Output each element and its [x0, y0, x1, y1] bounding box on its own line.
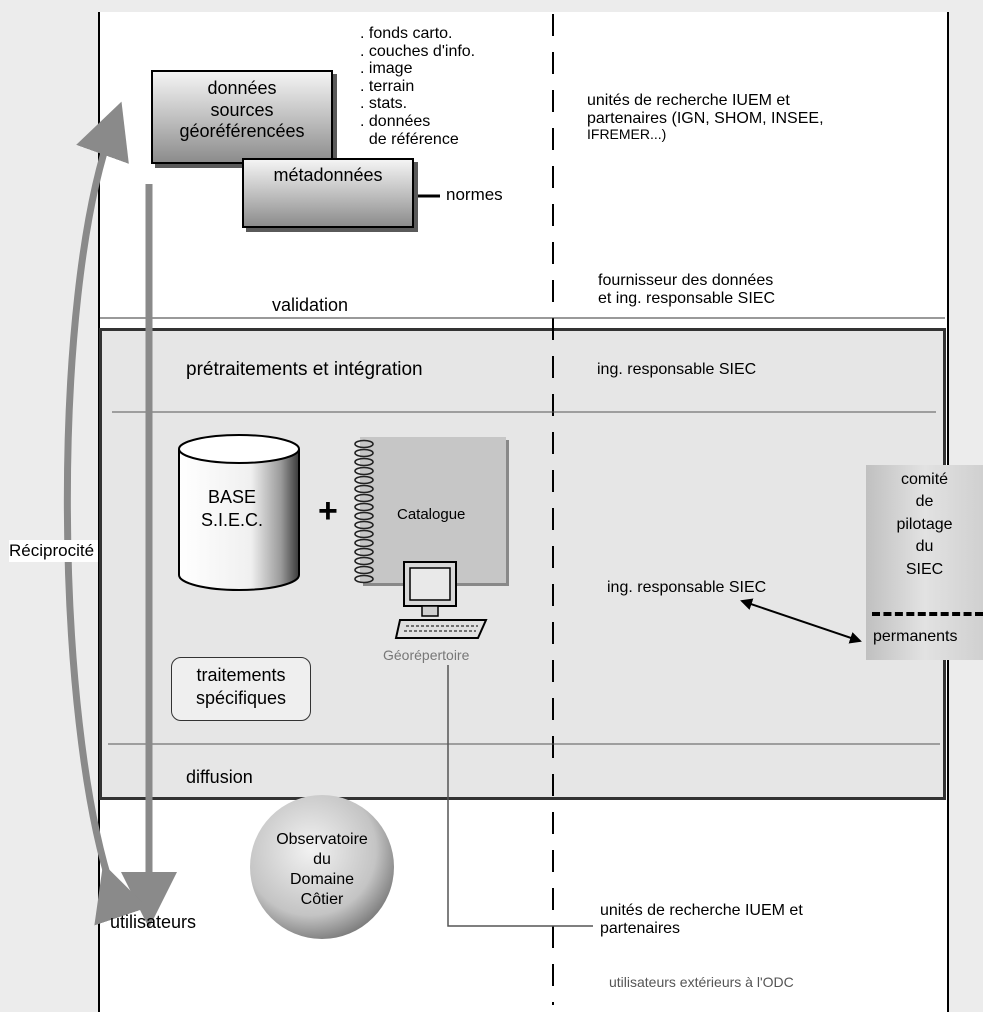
- computer-icon: [394, 561, 488, 639]
- validation-right-line: et ing. responsable SIEC: [598, 289, 775, 307]
- source-box-line: géoréférencées: [179, 121, 305, 142]
- validation-right-text: fournisseur des données et ing. responsa…: [598, 272, 775, 307]
- diffusion-label: diffusion: [186, 767, 253, 787]
- georepertoire-label: Géorépertoire: [383, 647, 470, 663]
- database-label: BASE S.I.E.C.: [182, 486, 282, 531]
- observatoire-line: Domaine: [289, 871, 355, 888]
- source-list-item: . terrain: [360, 77, 415, 95]
- bottom-right-text: unités de recherche IUEM et partenaires: [600, 902, 803, 937]
- top-right-text: unités de recherche IUEM et partenaires …: [587, 92, 824, 143]
- source-list-item: . données: [360, 112, 431, 130]
- observatoire-line: Observatoire: [276, 831, 368, 848]
- comite-dashed-divider: [872, 612, 983, 616]
- comite-line: pilotage: [896, 515, 953, 533]
- catalogue-label: Catalogue: [397, 506, 466, 523]
- validation-label: validation: [272, 295, 349, 315]
- external-users-connector: [447, 665, 593, 927]
- top-right-line: IFREMER...): [587, 126, 667, 143]
- top-right-line: unités de recherche IUEM et: [587, 92, 790, 109]
- comite-line: comité: [900, 471, 949, 488]
- ing-responsable-label: ing. responsable SIEC: [607, 579, 767, 596]
- source-list-item: . fonds carto.: [360, 25, 453, 42]
- comite-line: de: [915, 493, 934, 511]
- metadata-label: métadonnées: [273, 165, 383, 185]
- permanents-label: permanents: [873, 628, 958, 645]
- normes-label: normes: [446, 185, 503, 204]
- database-cylinder-icon: [178, 434, 300, 591]
- source-list-item: . stats.: [360, 95, 408, 113]
- observatoire-line: du: [313, 851, 331, 868]
- observatoire-sphere: [250, 795, 394, 939]
- pretraitements-right: ing. responsable SIEC: [597, 361, 757, 378]
- traitements-line: spécifiques: [195, 688, 287, 709]
- ing-permanents-arrow: [740, 598, 862, 644]
- source-list-item: . couches d'info.: [360, 42, 476, 60]
- comite-pilotage-box: comité de pilotage du SIEC permanents: [866, 465, 983, 660]
- utilisateurs-exterieurs-label: utilisateurs extérieurs à l'ODC: [609, 974, 794, 990]
- bottom-right-line: unités de recherche IUEM et: [600, 902, 803, 919]
- source-data-box: données sources géoréférencées: [151, 70, 333, 164]
- source-list-item: . image: [360, 60, 413, 78]
- reciprocite-label: Réciprocité: [9, 540, 99, 562]
- top-right-line: partenaires (IGN, SHOM, INSEE,: [587, 109, 824, 127]
- database-label-line: S.I.E.C.: [200, 509, 263, 530]
- bottom-right-line: partenaires: [600, 919, 681, 937]
- comite-line: SIEC: [905, 560, 944, 578]
- reciprocity-arrow: [63, 101, 148, 926]
- observatoire-line: Côtier: [300, 891, 344, 908]
- source-list: . fonds carto. . couches d'info. . image…: [360, 25, 475, 148]
- metadata-box: métadonnées: [242, 158, 414, 228]
- validation-right-line: fournisseur des données: [598, 272, 774, 289]
- traitements-box: traitements spécifiques: [171, 657, 311, 721]
- pretraitements-label: prétraitements et intégration: [186, 359, 423, 380]
- plus-sign: +: [318, 492, 338, 530]
- catalogue-notebook: [360, 437, 506, 583]
- source-list-item: de référence: [360, 130, 459, 148]
- spiral-binding-icon: [354, 439, 374, 584]
- observatoire-label: Observatoire du Domaine Côtier: [248, 830, 396, 910]
- traitements-line: traitements: [196, 665, 286, 685]
- comite-line: du: [915, 538, 934, 556]
- database-label-line: BASE: [207, 487, 257, 507]
- utilisateurs-label: utilisateurs: [110, 912, 197, 932]
- source-box-line: données: [207, 78, 277, 98]
- source-box-line: sources: [210, 99, 274, 120]
